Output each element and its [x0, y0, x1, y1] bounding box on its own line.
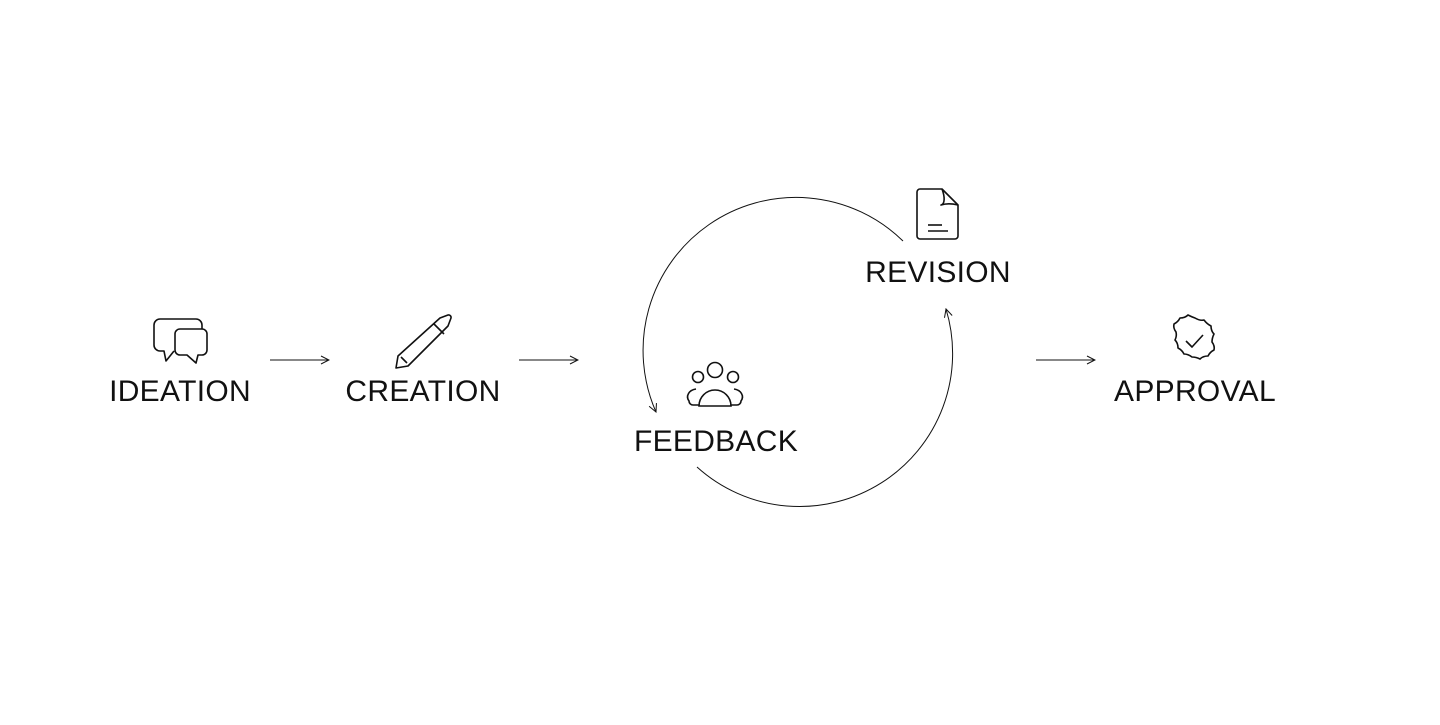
- stage-label-approval: APPROVAL: [1114, 375, 1276, 408]
- loop-arc-bottom: [696, 309, 954, 508]
- stage-label-ideation: IDEATION: [109, 375, 251, 408]
- loop-arc-top: [642, 197, 904, 412]
- people-group-icon: [686, 361, 744, 407]
- stage-label-revision: REVISION: [865, 256, 1011, 289]
- stage-label-creation: CREATION: [345, 375, 501, 408]
- stage-label-feedback: FEEDBACK: [633, 425, 799, 458]
- speech-bubbles-icon: [153, 318, 208, 364]
- document-icon: [916, 188, 959, 240]
- pencil-icon: [395, 314, 452, 369]
- badge-check-icon: [1172, 314, 1216, 360]
